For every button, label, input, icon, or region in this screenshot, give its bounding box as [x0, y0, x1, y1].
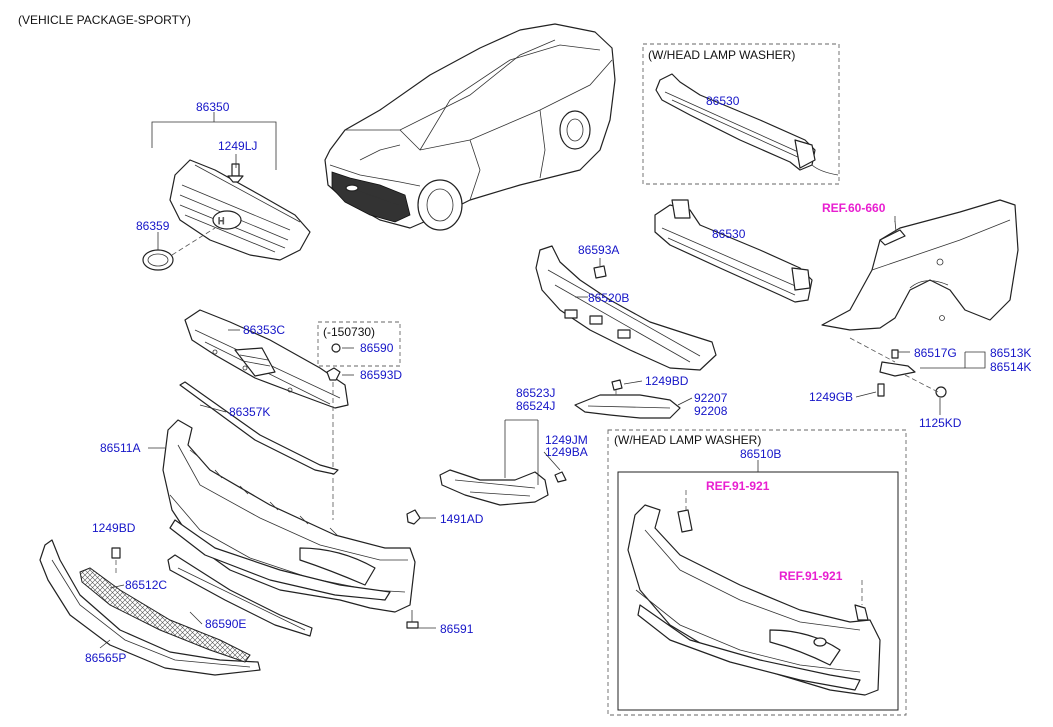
ref-bumper-upper: REF.91-921: [706, 479, 770, 493]
label-92207: 92207: [694, 391, 728, 405]
label-86565p: 86565P: [85, 651, 126, 665]
bumper-beam-washer: [655, 73, 839, 176]
front-bumper-washer: [627, 504, 881, 696]
radiator-grille: H: [142, 112, 311, 271]
label-86530: 86530: [712, 227, 746, 241]
label-86511a: 86511A: [100, 441, 140, 455]
lower-grille-mesh: [79, 567, 251, 663]
label-1249lj: 1249LJ: [218, 139, 257, 153]
label-86530-washer: 86530: [706, 94, 740, 108]
clip-86590: [331, 343, 341, 353]
drl-lamp: [574, 379, 681, 419]
label-86513k: 86513K: [990, 346, 1031, 360]
lip-spoiler: [39, 539, 261, 676]
label-86523j: 86523J: [516, 386, 555, 400]
label-1249gb: 1249GB: [809, 390, 853, 404]
label-1249jm: 1249JM: [545, 433, 588, 447]
ref-bumper-lower: REF.91-921: [779, 569, 843, 583]
vehicle-illustration: [324, 23, 616, 231]
washer-bumper-box: [607, 429, 907, 716]
label-1125kd: 1125KD: [919, 416, 962, 430]
label-86517g: 86517G: [914, 346, 957, 360]
front-bumper-cover: [162, 419, 416, 613]
label-1249bd-left: 1249BD: [92, 521, 136, 535]
label-86593a: 86593A: [578, 243, 619, 257]
label-86359: 86359: [136, 219, 170, 233]
label-92208: 92208: [694, 404, 728, 418]
bumper-side-bracket: [877, 349, 947, 398]
energy-absorber: [535, 245, 717, 371]
label-86350: 86350: [196, 100, 230, 114]
fog-lamp-bezel: [439, 469, 567, 506]
label-86353c: 86353C: [243, 323, 285, 337]
label-86514k: 86514K: [990, 360, 1031, 374]
bumper-molding: [179, 381, 339, 475]
ref-fender: REF.60-660: [822, 201, 886, 215]
label-1249bd-mid: 1249BD: [645, 374, 689, 388]
grille-upper-cover: [184, 309, 349, 409]
label-1491ad: 1491AD: [440, 512, 484, 526]
washer-beam-box-title: (W/HEAD LAMP WASHER): [648, 48, 795, 62]
label-86512c: 86512C: [125, 578, 167, 592]
label-86590e: 86590E: [205, 617, 246, 631]
label-86524j: 86524J: [516, 399, 555, 413]
label-86357k: 86357K: [229, 405, 270, 419]
fender: [821, 199, 1019, 363]
svg-text:H: H: [218, 216, 225, 226]
date-note-label: (-150730): [323, 325, 375, 339]
label-86590: 86590: [360, 341, 394, 355]
washer-beam-box: [642, 43, 840, 185]
label-86591: 86591: [440, 622, 474, 636]
bumper-beam: [654, 199, 813, 303]
bolt-1249bd-left: [111, 547, 121, 559]
label-86593d: 86593D: [360, 368, 402, 382]
label-86520b: 86520B: [588, 291, 629, 305]
washer-bumper-box-title: (W/HEAD LAMP WASHER): [614, 433, 761, 447]
diagram-title: (VEHICLE PACKAGE-SPORTY): [18, 13, 191, 27]
label-1249ba: 1249BA: [545, 445, 588, 459]
label-86510b: 86510B: [740, 447, 781, 461]
clip-1491ad: [406, 509, 421, 525]
clip-86593d: [326, 367, 341, 381]
